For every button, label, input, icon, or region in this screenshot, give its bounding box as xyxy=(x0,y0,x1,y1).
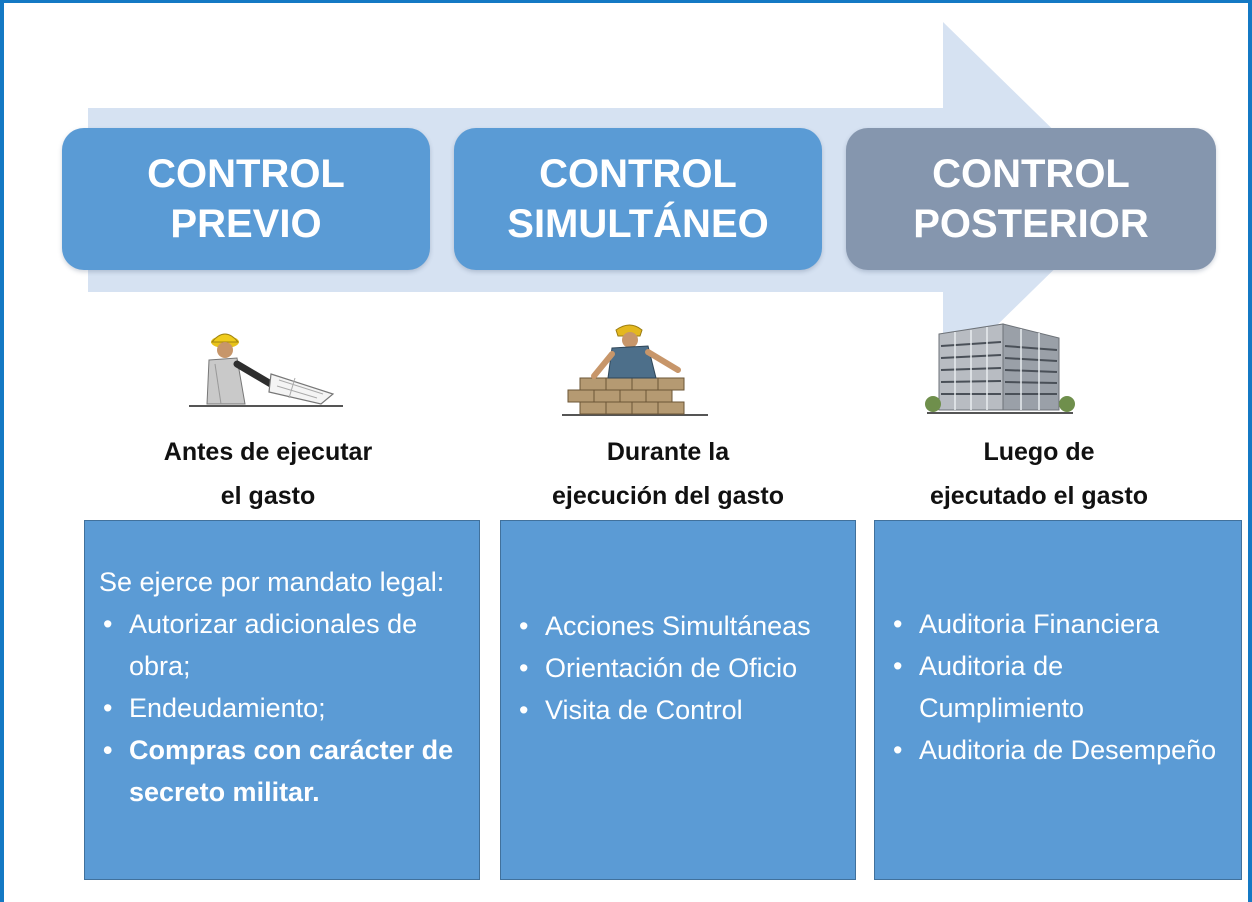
stage-control-posterior: CONTROL POSTERIOR xyxy=(846,128,1216,270)
stage-title-line1: CONTROL xyxy=(147,152,345,196)
timing-line2: ejecución del gasto xyxy=(551,482,784,510)
bricklayer-worker-icon xyxy=(562,324,708,416)
timing-label-previo: Antes de ejecutar el gasto xyxy=(98,430,438,530)
list-item: Autorizar adicionales de obra; xyxy=(99,603,463,687)
engineer-reading-plans-icon xyxy=(189,333,343,407)
detail-intro: Se ejerce por mandato legal: xyxy=(99,567,445,597)
stage-title-line2: SIMULTÁNEO xyxy=(507,202,769,246)
stage-title-line1: CONTROL xyxy=(539,152,737,196)
stage-title-line1: CONTROL xyxy=(932,152,1130,196)
stage-control-simultaneo: CONTROL SIMULTÁNEO xyxy=(454,128,822,270)
list-item: Acciones Simultáneas xyxy=(515,605,843,647)
detail-box-posterior: Auditoria Financiera Auditoria de Cumpli… xyxy=(874,520,1242,880)
timing-line2: el gasto xyxy=(220,482,316,510)
timing-label-posterior: Luego de ejecutado el gasto xyxy=(868,430,1210,530)
list-item: Auditoria Financiera xyxy=(889,603,1233,645)
list-item: Orientación de Oficio xyxy=(515,647,843,689)
timing-label-simultaneo: Durante la ejecución del gasto xyxy=(492,430,844,530)
stage-control-previo: CONTROL PREVIO xyxy=(62,128,430,270)
timing-line1: Luego de xyxy=(983,438,1095,466)
list-item: Compras con carácter de secreto militar. xyxy=(99,729,463,813)
detail-list: Autorizar adicionales de obra; Endeudami… xyxy=(99,603,463,813)
list-item: Auditoria de Cumplimiento xyxy=(889,645,1233,729)
timing-line1: Antes de ejecutar xyxy=(163,438,373,466)
stage-title-line2: PREVIO xyxy=(170,202,322,246)
list-item: Visita de Control xyxy=(515,689,843,731)
timing-line1: Durante la xyxy=(606,438,730,466)
timing-line2: ejecutado el gasto xyxy=(929,482,1149,510)
detail-box-simultaneo: Acciones Simultáneas Orientación de Ofic… xyxy=(500,520,856,880)
detail-list: Auditoria Financiera Auditoria de Cumpli… xyxy=(889,603,1233,771)
detail-box-previo: Se ejerce por mandato legal: Autorizar a… xyxy=(84,520,480,880)
finished-building-icon xyxy=(925,323,1075,414)
list-item: Auditoria de Desempeño xyxy=(889,729,1233,771)
stage-title-line2: POSTERIOR xyxy=(913,202,1149,246)
list-item: Endeudamiento; xyxy=(99,687,463,729)
detail-list: Acciones Simultáneas Orientación de Ofic… xyxy=(515,605,843,731)
